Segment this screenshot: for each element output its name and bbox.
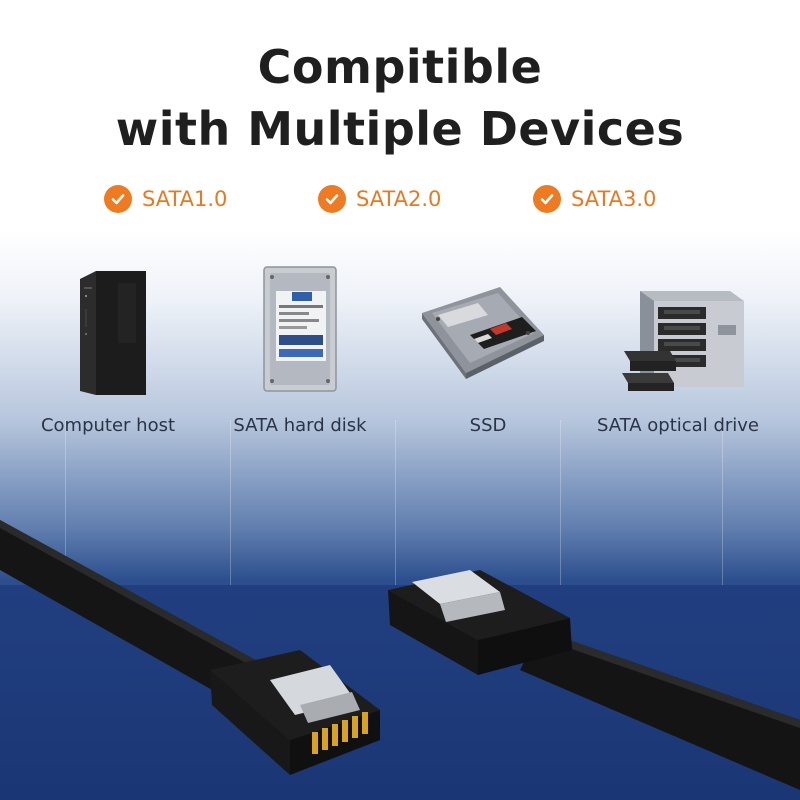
background-line bbox=[560, 420, 561, 590]
device-label-ssd: SSD bbox=[469, 415, 507, 436]
headline-line-1: Compitible bbox=[257, 40, 543, 94]
hard-disk-icon bbox=[262, 265, 338, 397]
device-label-computer-host: Computer host bbox=[40, 415, 176, 436]
compatibility-badges: SATA1.0 SATA2.0 SATA3.0 bbox=[0, 185, 800, 225]
headline: Compitible with Multiple Devices bbox=[0, 36, 800, 160]
left-connector bbox=[210, 650, 380, 775]
device-label-hard-disk: SATA hard disk bbox=[233, 415, 367, 436]
badge-label: SATA2.0 bbox=[356, 187, 442, 211]
background-line bbox=[395, 420, 396, 590]
sata-cable-icon bbox=[0, 520, 800, 790]
badge-label: SATA3.0 bbox=[571, 187, 657, 211]
background-line bbox=[230, 420, 231, 590]
background-line bbox=[65, 420, 66, 590]
right-connector bbox=[388, 570, 572, 675]
badge-label: SATA1.0 bbox=[142, 187, 228, 211]
check-circle-icon bbox=[318, 185, 346, 213]
check-circle-icon bbox=[104, 185, 132, 213]
ssd-icon bbox=[418, 283, 548, 392]
badge-sata3: SATA3.0 bbox=[533, 185, 656, 213]
badge-sata1: SATA1.0 bbox=[104, 185, 227, 213]
device-row: Computer host SATA hard disk bbox=[0, 265, 800, 465]
check-circle-icon bbox=[533, 185, 561, 213]
computer-tower-icon bbox=[78, 265, 148, 404]
optical-drive-enclosure-icon bbox=[620, 285, 746, 399]
background-line bbox=[722, 420, 723, 590]
badge-sata2: SATA2.0 bbox=[318, 185, 441, 213]
headline-line-2: with Multiple Devices bbox=[115, 102, 685, 156]
device-label-optical-drive: SATA optical drive bbox=[596, 415, 759, 436]
